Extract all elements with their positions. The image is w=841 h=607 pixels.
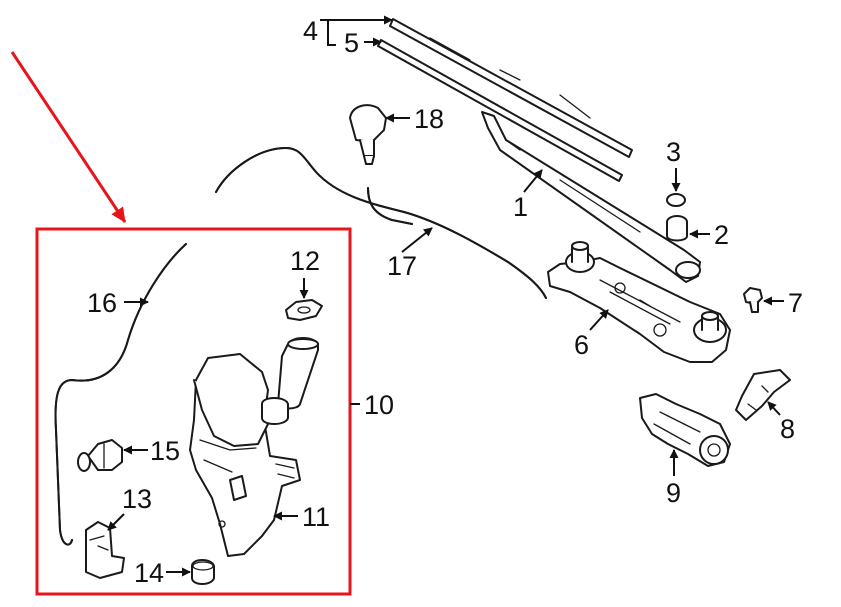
leader-8 [767,401,781,416]
leader-1 [523,169,543,193]
callout-7: 7 [788,288,803,318]
callout-8: 8 [780,414,795,444]
leader-6 [589,309,609,331]
wiper-arm-1 [481,111,701,283]
callout-4: 4 [303,16,318,46]
nut-2 [666,215,688,242]
wiper-motor-9 [639,393,731,467]
pump-connector-15 [77,439,123,472]
leader-17 [401,227,433,253]
callout-9: 9 [666,478,681,508]
callout-1: 1 [513,192,528,222]
callout-18: 18 [414,104,444,134]
callout-14: 14 [134,558,164,588]
washer-nozzle-18 [349,104,387,165]
callout-10: 10 [364,390,394,420]
leader-13 [107,513,125,531]
cap-3 [666,193,686,207]
callout-5: 5 [344,28,359,58]
wiper-linkage-6 [547,241,731,363]
washer-hose-16 [54,243,187,546]
callout-12: 12 [290,246,320,276]
leader-4-bracket [320,19,336,46]
filler-cap-12 [285,299,323,321]
callout-16: 16 [87,288,117,318]
bracket-8 [735,369,791,421]
callout-6: 6 [574,330,589,360]
washer-reservoir-11 [189,337,319,557]
callout-17: 17 [387,251,417,281]
callout-15: 15 [150,436,180,466]
highlight-arrow [10,51,127,223]
wiper-blade-4 [389,18,633,158]
callout-2: 2 [714,220,729,250]
callout-3: 3 [666,137,681,167]
highlight-box [35,227,352,596]
callout-11: 11 [302,502,330,532]
bolt-7 [743,287,763,313]
grommet-14 [191,559,215,585]
callout-13: 13 [122,484,152,514]
washer-pump-13 [85,521,125,579]
washer-hose-17 [215,147,547,299]
